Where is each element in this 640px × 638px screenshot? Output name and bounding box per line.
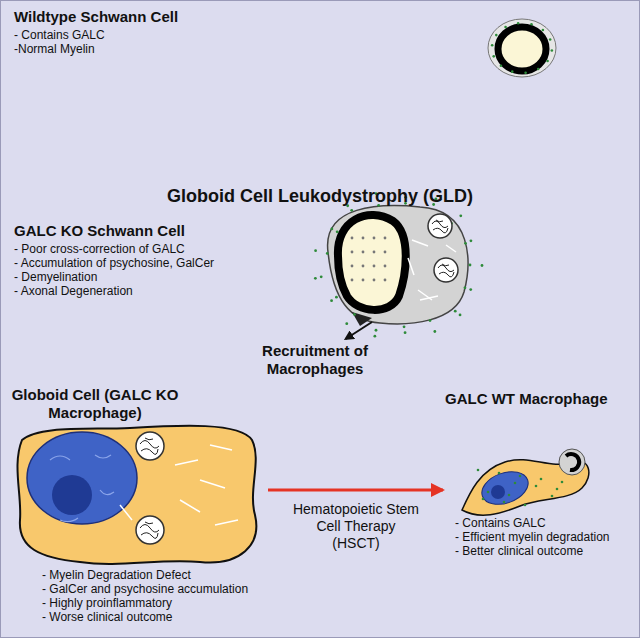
wildtype-schwann-label: Wildtype Schwann Cell - Contains GALC-Nor… [14,8,264,56]
heading-text: GALC WT Macrophage [445,390,635,408]
ko-schwann-cell [314,192,483,337]
bullet-text: - Contains GALC [14,28,264,42]
bullet-text: - GalCer and psychosine accumulation [10,582,268,596]
bullet-text: - Better clinical outcome [445,544,635,558]
bullet-text: - Axonal Degeneration [14,284,484,298]
recruitment-arrow [346,322,372,339]
heading-text: Globoid Cell (GALC KO Macrophage) [10,386,180,422]
bullet-text: - Highly proinflammatory [10,596,268,610]
bullet-text: - Contains GALC [445,516,635,530]
wildtype-schwann-cell [488,19,556,77]
bullet-text: - Myelin Degradation Defect [10,568,268,582]
bullet-text: - Efficient myelin degradation [445,530,635,544]
heading-text: Recruitment of Macrophages [230,342,400,378]
globoid-cell [17,426,256,564]
therapy-arrow [268,489,443,492]
diagram-title: Globoid Cell Leukodystrophy (GLD) [0,186,640,207]
bullet-text: - Demyelination [14,270,484,284]
wt-macrophage [462,449,589,515]
globoid-cell-label: Globoid Cell (GALC KO Macrophage) - Myeli… [10,386,268,624]
recruitment-label: Recruitment of Macrophages [230,342,400,378]
bullet-text: -Normal Myelin [14,42,264,56]
bullet-text: - Poor cross-correction of GALC [14,242,484,256]
bullet-text: - Accumulation of psychosine, GalCer [14,256,484,270]
heading-text: GALC KO Schwann Cell [14,222,484,240]
ko-schwann-label: GALC KO Schwann Cell - Poor cross-correct… [14,222,484,322]
bullet-text: - Worse clinical outcome [10,610,268,624]
wt-macrophage-label: GALC WT Macrophage - Contains GALC- Effic… [445,390,635,558]
heading-text: Wildtype Schwann Cell [14,8,264,26]
edge-label: Hematopoietic Stem Cell Therapy (HSCT) [288,500,424,553]
